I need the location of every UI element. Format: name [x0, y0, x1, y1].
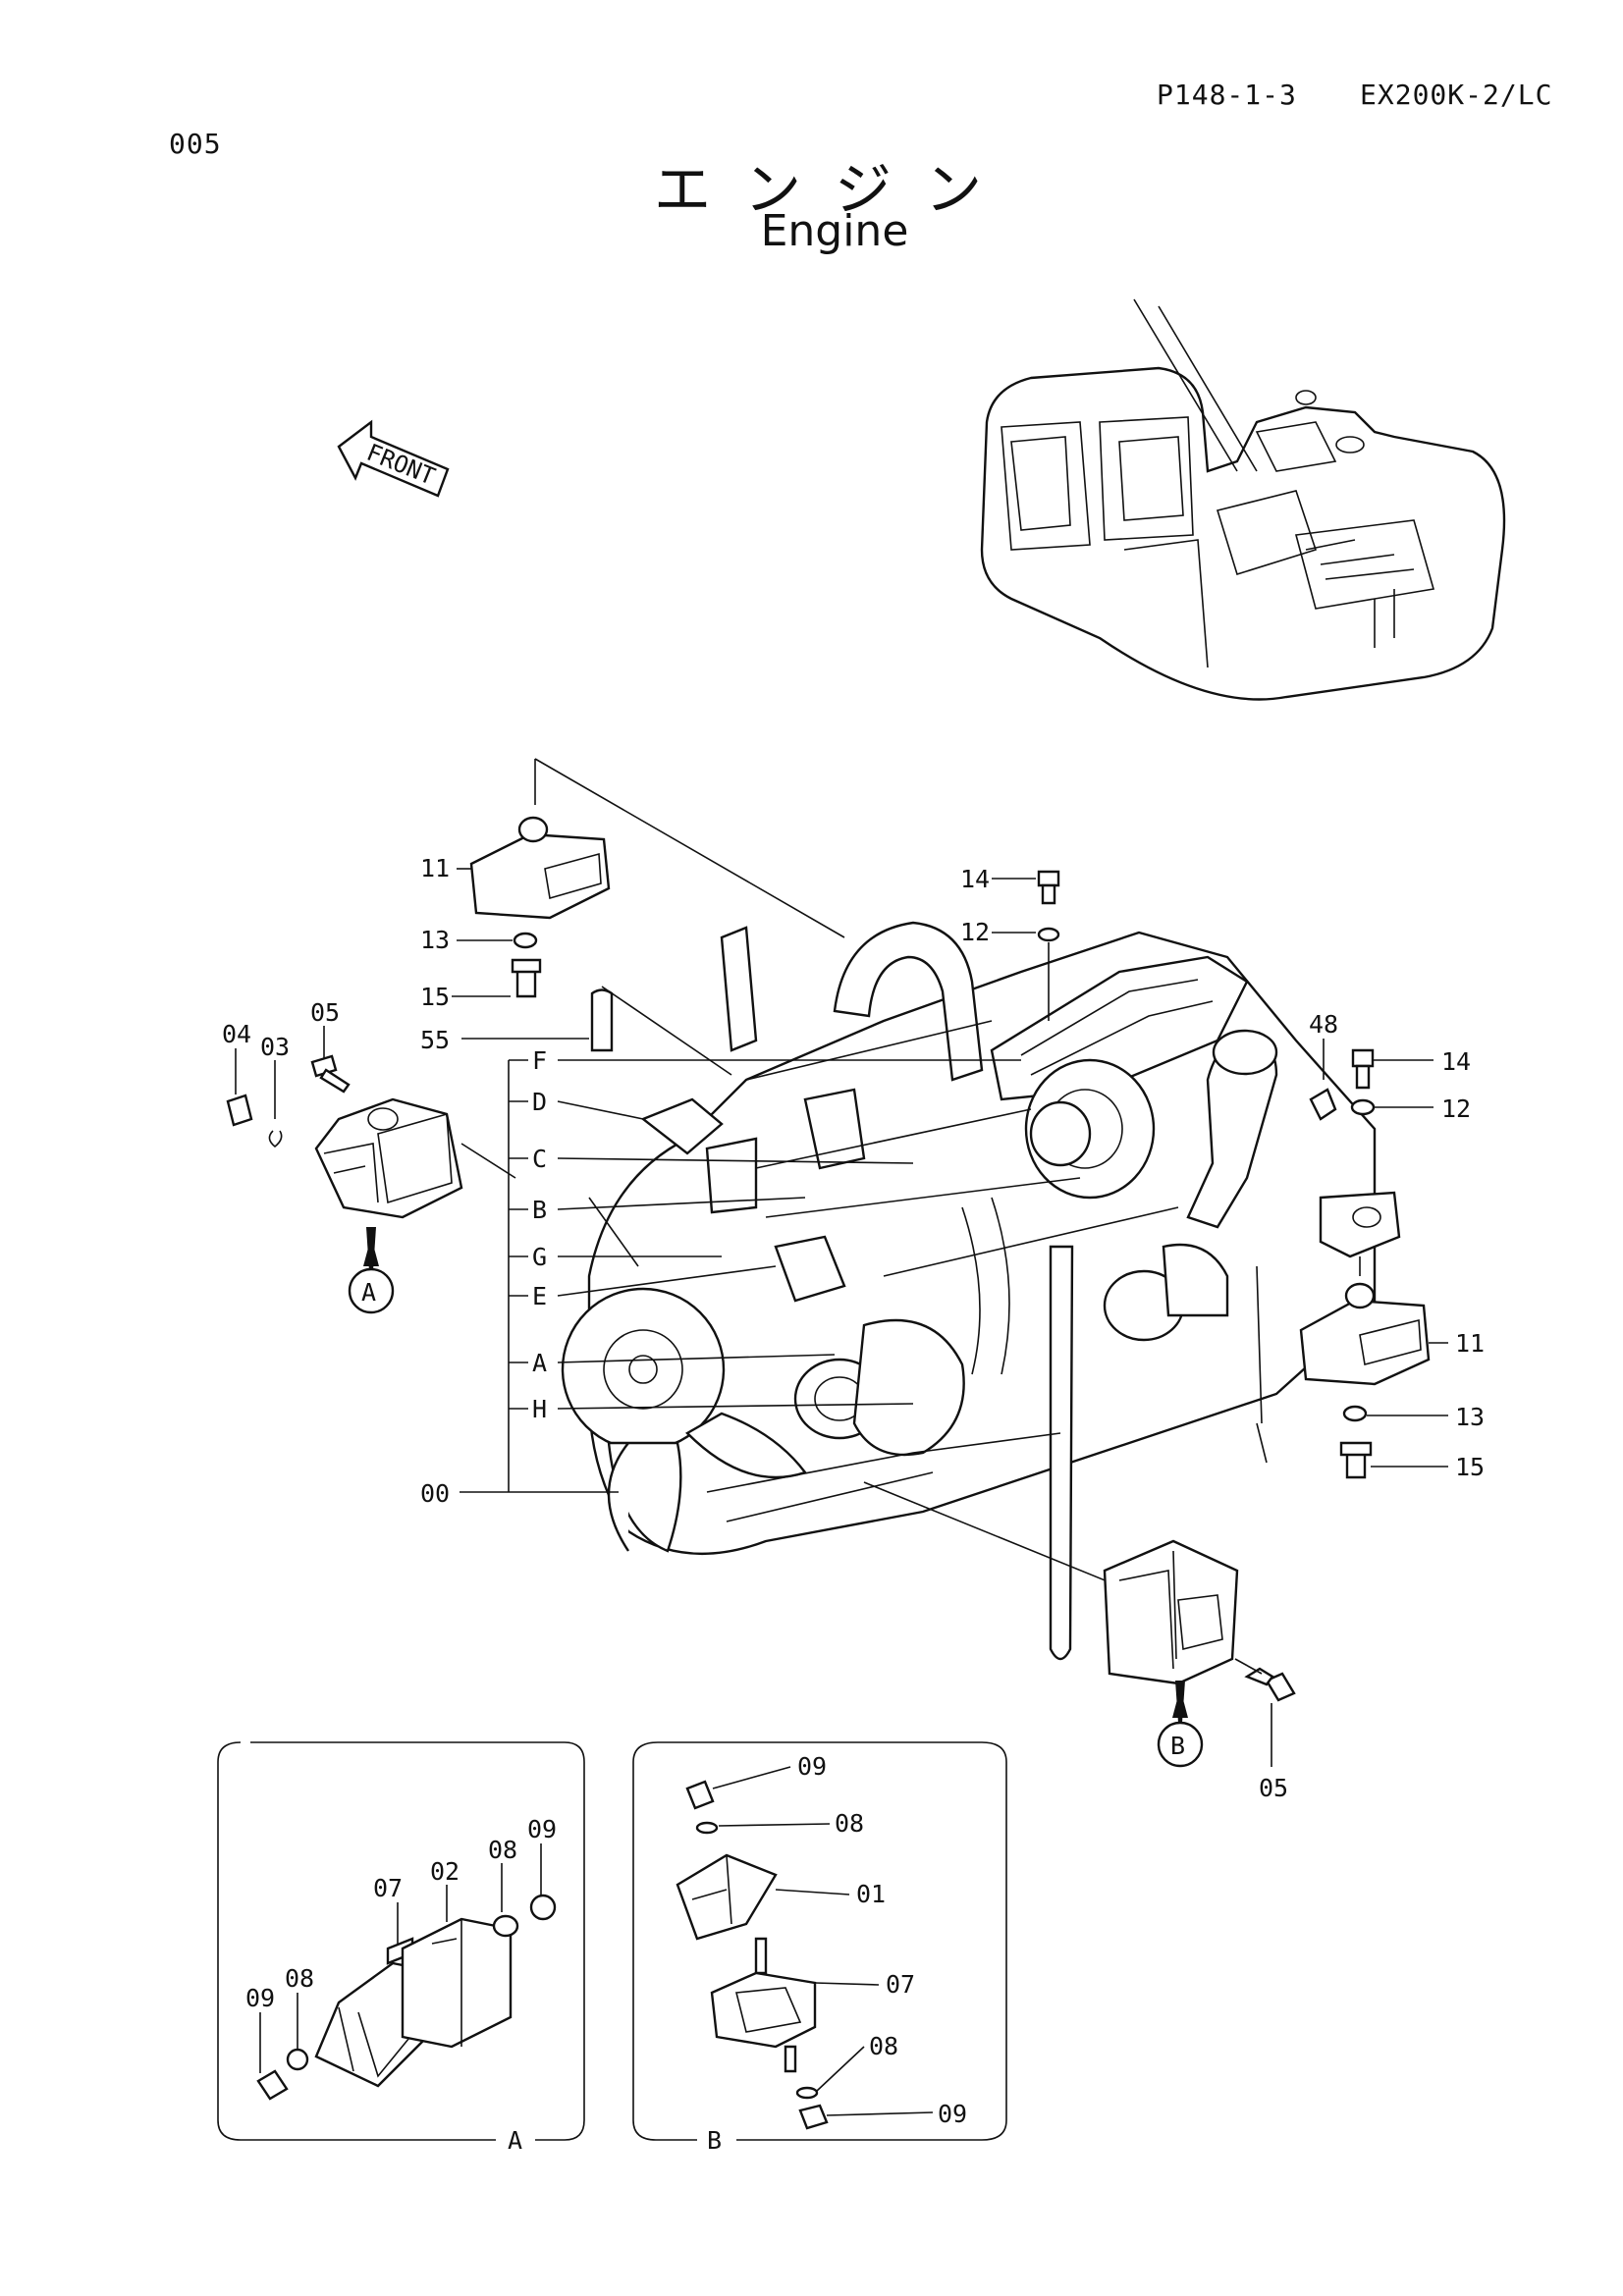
- callout-sub-g: G: [532, 1243, 547, 1271]
- callout-sub-c: C: [532, 1145, 547, 1173]
- callout-05-left: 05: [310, 998, 340, 1027]
- inset-a-callout-02: 02: [430, 1857, 460, 1886]
- callout-sub-e: E: [532, 1282, 547, 1310]
- inset-b-callout-09-top: 09: [797, 1752, 827, 1781]
- left-bracket-assembly: [226, 1026, 516, 1314]
- inset-b-label: B: [707, 2126, 722, 2155]
- inset-a-callout-08-bottom: 08: [285, 1964, 314, 1993]
- top-mount-stack: [452, 758, 845, 1076]
- right-mount-stack: [1299, 1039, 1448, 1479]
- callout-55: 55: [420, 1026, 450, 1054]
- callout-12-top: 12: [960, 918, 990, 946]
- callout-sub-d: D: [532, 1088, 547, 1116]
- callout-11-right: 11: [1455, 1329, 1485, 1358]
- callout-13-top: 13: [420, 926, 450, 954]
- callout-00: 00: [420, 1479, 450, 1508]
- part-code: P148-1-3: [1157, 79, 1297, 111]
- callout-sub-h: H: [532, 1395, 547, 1423]
- view-marker-a: A: [361, 1278, 376, 1307]
- callout-sub-f: F: [532, 1046, 547, 1075]
- inset-a-label: A: [508, 2126, 522, 2155]
- inset-b-callout-08-top: 08: [835, 1809, 864, 1838]
- inset-b-callout-08-bottom: 08: [869, 2032, 898, 2060]
- callout-04: 04: [222, 1020, 251, 1048]
- inset-view-b: [632, 1741, 1007, 2141]
- callout-11-top: 11: [420, 854, 450, 882]
- callout-13-right: 13: [1455, 1403, 1485, 1431]
- inset-view-a: [217, 1741, 585, 2141]
- inset-a-callout-09-bottom: 09: [245, 1984, 275, 2012]
- inset-b-callout-01: 01: [856, 1880, 886, 1908]
- callout-12-right: 12: [1441, 1095, 1471, 1123]
- callout-05-right: 05: [1259, 1774, 1288, 1802]
- inset-a-callout-09-top: 09: [527, 1815, 557, 1843]
- callout-15-top: 15: [420, 983, 450, 1011]
- callout-48: 48: [1309, 1010, 1338, 1039]
- page-number: 005: [169, 128, 222, 160]
- callout-14-right: 14: [1441, 1047, 1471, 1076]
- callout-14-top: 14: [960, 865, 990, 893]
- title-japanese: エンジン: [653, 156, 1015, 223]
- callout-sub-b: B: [532, 1196, 547, 1224]
- front-arrow: FRONT: [337, 419, 450, 498]
- engine-assembly: [561, 921, 1401, 1661]
- inset-a-callout-08-top: 08: [488, 1836, 517, 1864]
- inset-b-callout-09-bottom: 09: [938, 2100, 967, 2128]
- inset-b-callout-07: 07: [886, 1970, 915, 1999]
- callout-03: 03: [260, 1033, 290, 1061]
- right-bracket-assembly: [863, 1481, 1296, 1768]
- title-english: Engine: [760, 206, 909, 256]
- top-right-bolts: [992, 870, 1060, 1021]
- model-code: EX200K-2/LC: [1360, 79, 1553, 111]
- view-marker-b: B: [1170, 1732, 1185, 1760]
- inset-a-callout-07: 07: [373, 1874, 403, 1902]
- callout-sub-a: A: [532, 1349, 547, 1377]
- front-arrow-label: FRONT: [363, 439, 439, 491]
- excavator-overview: [980, 298, 1506, 701]
- sub-assembly-bracket: [460, 988, 1021, 1493]
- callout-15-right: 15: [1455, 1453, 1485, 1481]
